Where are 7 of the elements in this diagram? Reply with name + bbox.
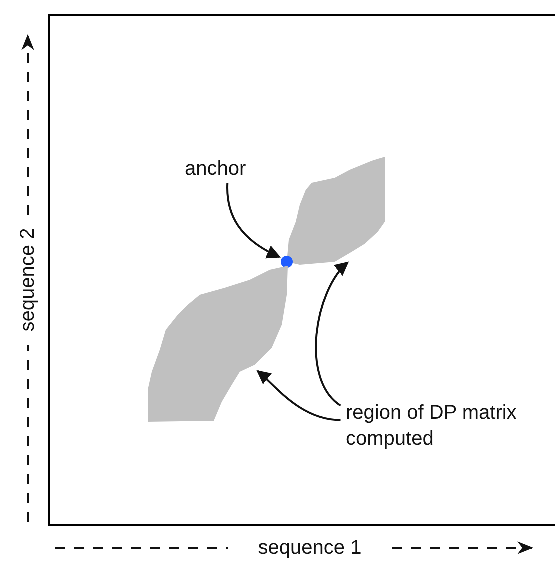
axis-label: sequence 1 (258, 536, 362, 560)
leader-arrow (256, 370, 341, 422)
callout-text: anchor (185, 157, 248, 182)
leader-arrow (226, 183, 282, 258)
callout-text: region of DP matrix computed (346, 401, 518, 452)
leader-arrow (315, 262, 349, 407)
axis-label: sequence 2 (16, 228, 40, 332)
